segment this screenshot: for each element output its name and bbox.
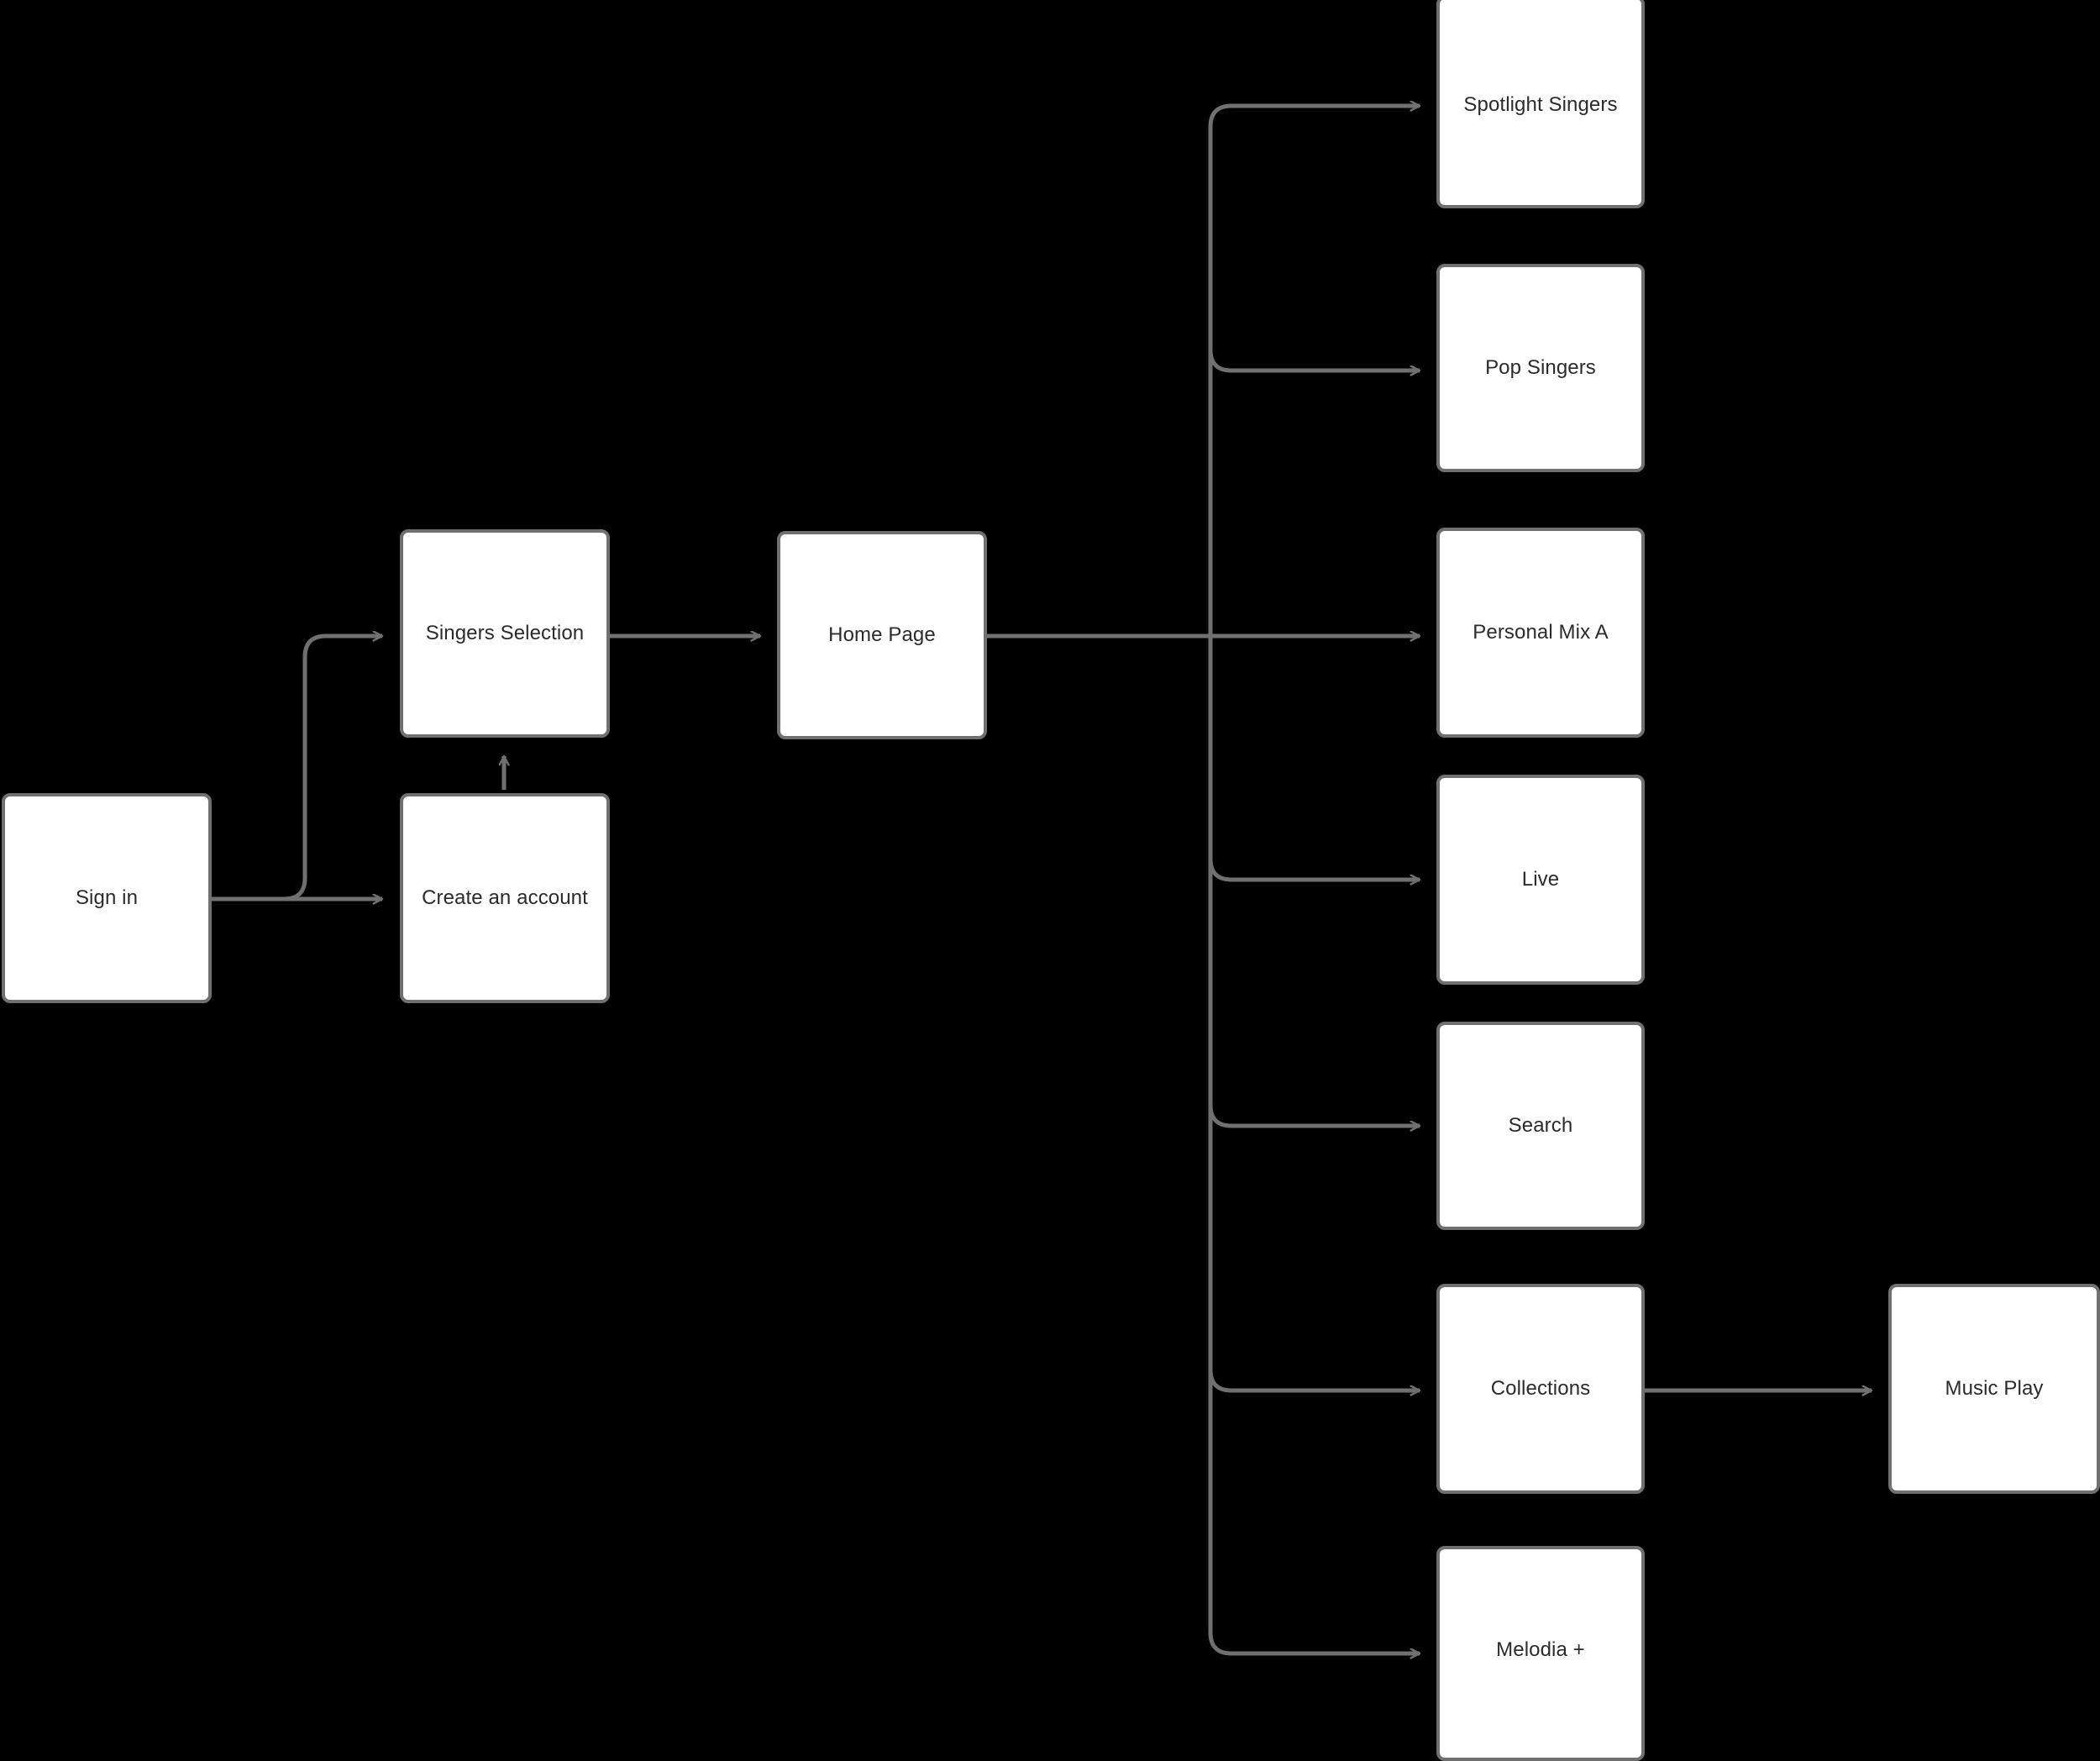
- node-home-page[interactable]: Home Page: [777, 531, 987, 739]
- node-label-sign-in: Sign in: [75, 886, 139, 909]
- edge-sign-in-to-singers-selection: [212, 636, 382, 902]
- node-live[interactable]: Live: [1436, 775, 1645, 985]
- node-label-pop-singers: Pop Singers: [1485, 355, 1596, 379]
- node-label-search: Search: [1508, 1113, 1573, 1137]
- node-label-personal-mix-a: Personal Mix A: [1473, 620, 1609, 644]
- node-create-an-account[interactable]: Create an account: [400, 793, 610, 1003]
- edge-trunk-to-live: [1208, 858, 1420, 880]
- edge-trunk-to-collections: [1208, 1369, 1420, 1390]
- node-label-collections: Collections: [1490, 1376, 1591, 1400]
- node-label-music-play: Music Play: [1945, 1376, 2044, 1400]
- edge-trunk-to-pop-singers: [1208, 349, 1420, 371]
- node-singers-selection[interactable]: Singers Selection: [400, 529, 610, 738]
- node-spotlight-singers[interactable]: Spotlight Singers: [1436, 0, 1645, 208]
- node-label-singers-selection: Singers Selection: [425, 621, 585, 644]
- node-personal-mix-a[interactable]: Personal Mix A: [1436, 528, 1645, 738]
- node-sign-in[interactable]: Sign in: [2, 793, 212, 1003]
- node-label-home-page: Home Page: [828, 623, 936, 646]
- edge-trunk-to-search: [1208, 1104, 1420, 1126]
- edge-trunk-to-spotlight-singers: [1208, 106, 1420, 128]
- node-music-play[interactable]: Music Play: [1888, 1284, 2100, 1494]
- node-pop-singers[interactable]: Pop Singers: [1436, 264, 1645, 472]
- node-collections[interactable]: Collections: [1436, 1284, 1645, 1494]
- node-label-create-an-account: Create an account: [422, 886, 588, 909]
- node-label-melodia-plus: Melodia +: [1496, 1637, 1585, 1661]
- node-label-live: Live: [1521, 867, 1560, 891]
- edge-trunk-to-melodia-plus: [1208, 1632, 1420, 1653]
- node-label-spotlight-singers: Spotlight Singers: [1463, 93, 1618, 117]
- node-search[interactable]: Search: [1436, 1022, 1645, 1230]
- node-melodia-plus[interactable]: Melodia +: [1436, 1546, 1645, 1761]
